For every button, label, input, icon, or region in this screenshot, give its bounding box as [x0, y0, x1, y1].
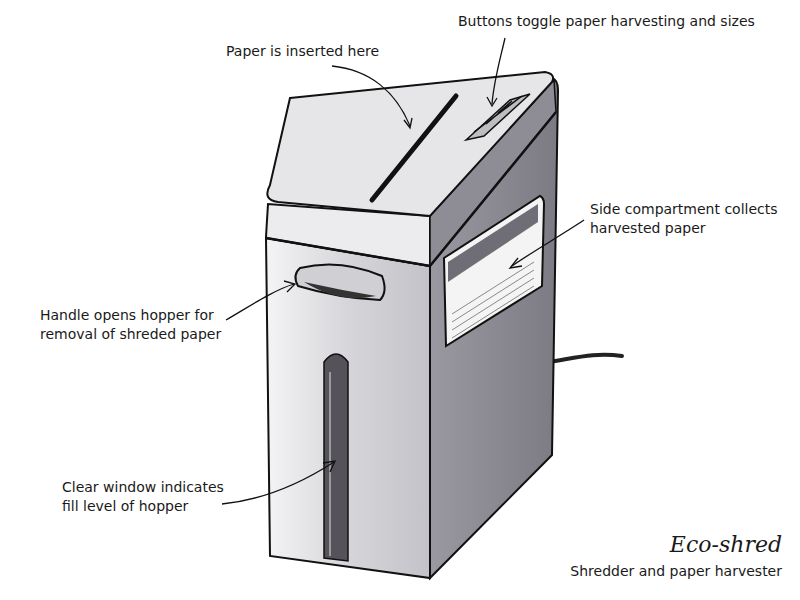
callout-label: Buttons toggle paper harvesting and size… [458, 12, 794, 31]
callout-label: Paper is inserted here [226, 42, 426, 61]
product-title: Eco-shred [670, 530, 782, 560]
callout-label: Clear window indicates fill level of hop… [62, 478, 242, 516]
callout-label: Handle opens hopper for removal of shred… [40, 306, 240, 344]
product-caption: Shredder and paper harvester [570, 562, 782, 581]
callout-label: Side compartment collects harvested pape… [590, 200, 794, 238]
